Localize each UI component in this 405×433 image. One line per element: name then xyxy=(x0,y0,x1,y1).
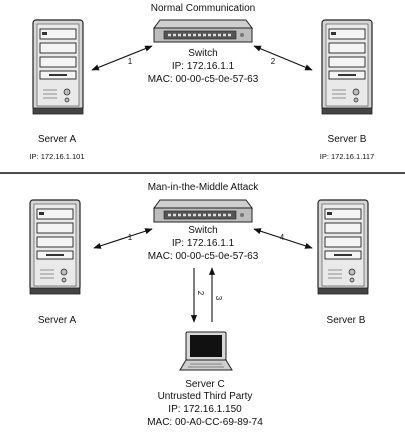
mitm-arrow-1 xyxy=(93,228,153,249)
mitm-server-c-name: Server C xyxy=(185,379,224,390)
mitm-server-a-name: Server A xyxy=(38,315,77,326)
normal-arrow-1 xyxy=(91,45,153,71)
normal-server-b-icon xyxy=(321,19,373,115)
normal-title: Normal Communication xyxy=(151,3,255,14)
normal-switch-name: Switch xyxy=(188,48,217,59)
mitm-server-c-mac: MAC: 00-A0-CC-69-89-74 xyxy=(147,417,263,428)
normal-server-a-name: Server A xyxy=(38,134,77,145)
mitm-arrow-1-label: 1 xyxy=(128,233,133,242)
mitm-arrow-4 xyxy=(253,228,313,249)
normal-server-b-name: Server B xyxy=(328,134,367,145)
mitm-arrow-2-label: 2 xyxy=(196,291,205,296)
mitm-server-b-icon xyxy=(317,199,369,295)
mitm-switch-mac: MAC: 00-00-c5-0e-57-63 xyxy=(148,251,259,262)
mitm-server-c-desc: Untrusted Third Party xyxy=(158,391,253,402)
normal-server-a-icon xyxy=(32,19,84,115)
mitm-switch-icon xyxy=(152,198,254,224)
normal-server-a-ip: IP: 172.16.1.101 xyxy=(29,152,84,161)
normal-server-b-ip: IP: 172.16.1.117 xyxy=(320,152,375,161)
mitm-switch-name: Switch xyxy=(188,225,217,236)
mitm-server-c-ip: IP: 172.16.1.150 xyxy=(168,404,242,415)
normal-switch-mac: MAC: 00-00-c5-0e-57-63 xyxy=(148,74,259,85)
mitm-switch-ip: IP: 172.16.1.1 xyxy=(172,238,235,249)
mitm-arrow-3-label: 3 xyxy=(214,296,223,301)
mitm-server-c-laptop-icon xyxy=(179,331,233,371)
normal-switch-ip: IP: 172.16.1.1 xyxy=(172,61,235,72)
normal-arrow-2 xyxy=(253,45,313,71)
mitm-arrow-4-label: 4 xyxy=(280,233,285,242)
mitm-server-b-name: Server B xyxy=(327,315,366,326)
normal-arrow-1-label: 1 xyxy=(128,57,133,66)
mitm-title: Man-in-the-Middle Attack xyxy=(148,182,260,193)
mitm-server-a-icon xyxy=(29,199,81,295)
normal-switch-icon xyxy=(152,18,254,44)
normal-arrow-2-label: 2 xyxy=(271,57,276,66)
